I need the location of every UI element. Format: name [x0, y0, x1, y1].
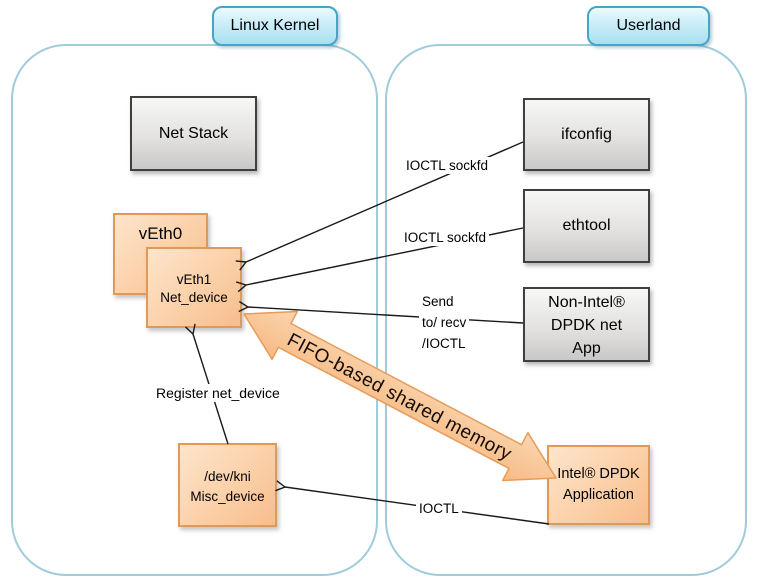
veth1-label-line2: Net_device	[160, 290, 228, 305]
linux-kernel-tab-label: Linux Kernel	[230, 17, 320, 34]
edge-label-send-recv-line3: /IOCTL	[422, 336, 466, 351]
net-stack-box: Net Stack	[130, 96, 257, 171]
intel-dpdk-application-box: Intel® DPDK Application	[547, 445, 650, 525]
edge-label-send-recv-ioctl: Send to/ recv /IOCTL	[419, 290, 470, 355]
non-intel-dpdk-net-app-box: Non-Intel® DPDK net App	[523, 287, 650, 362]
ethtool-label: ethtool	[562, 217, 611, 234]
intel-app-label-line2: Application	[563, 487, 634, 503]
ethtool-box: ethtool	[523, 189, 650, 263]
linux-kernel-tab: Linux Kernel	[212, 6, 338, 46]
ifconfig-box: ifconfig	[523, 98, 650, 171]
edge-label-ioctl-sockfd-ethtool: IOCTL sockfd	[401, 229, 490, 246]
userland-tab: Userland	[587, 6, 710, 46]
intel-app-label-line1: Intel® DPDK	[557, 466, 640, 482]
edge-label-send-recv-line2: to/ recv	[422, 315, 467, 330]
dev-kni-label-line1: /dev/kni	[204, 469, 251, 484]
veth0-label: vEth0	[138, 224, 183, 243]
dev-kni-label-line2: Misc_device	[190, 489, 265, 504]
userland-tab-label: Userland	[616, 17, 681, 34]
non-intel-app-label-line2: DPDK net	[550, 317, 623, 334]
veth1-box: vEth1 Net_device	[146, 247, 242, 328]
dev-kni-misc-device-box: /dev/kni Misc_device	[178, 443, 277, 527]
edge-label-send-recv-line1: Send	[422, 294, 454, 309]
edge-label-register-net-device: Register net_device	[153, 384, 283, 402]
edge-label-ioctl-sockfd-ifconfig: IOCTL sockfd	[403, 157, 492, 174]
non-intel-app-label-line1: Non-Intel®	[548, 294, 625, 311]
non-intel-app-label-line3: App	[572, 340, 601, 357]
net-stack-label: Net Stack	[158, 125, 229, 142]
veth1-label-line1: vEth1	[176, 272, 212, 287]
ifconfig-label: ifconfig	[561, 126, 612, 143]
edge-label-ioctl: IOCTL	[416, 500, 462, 517]
